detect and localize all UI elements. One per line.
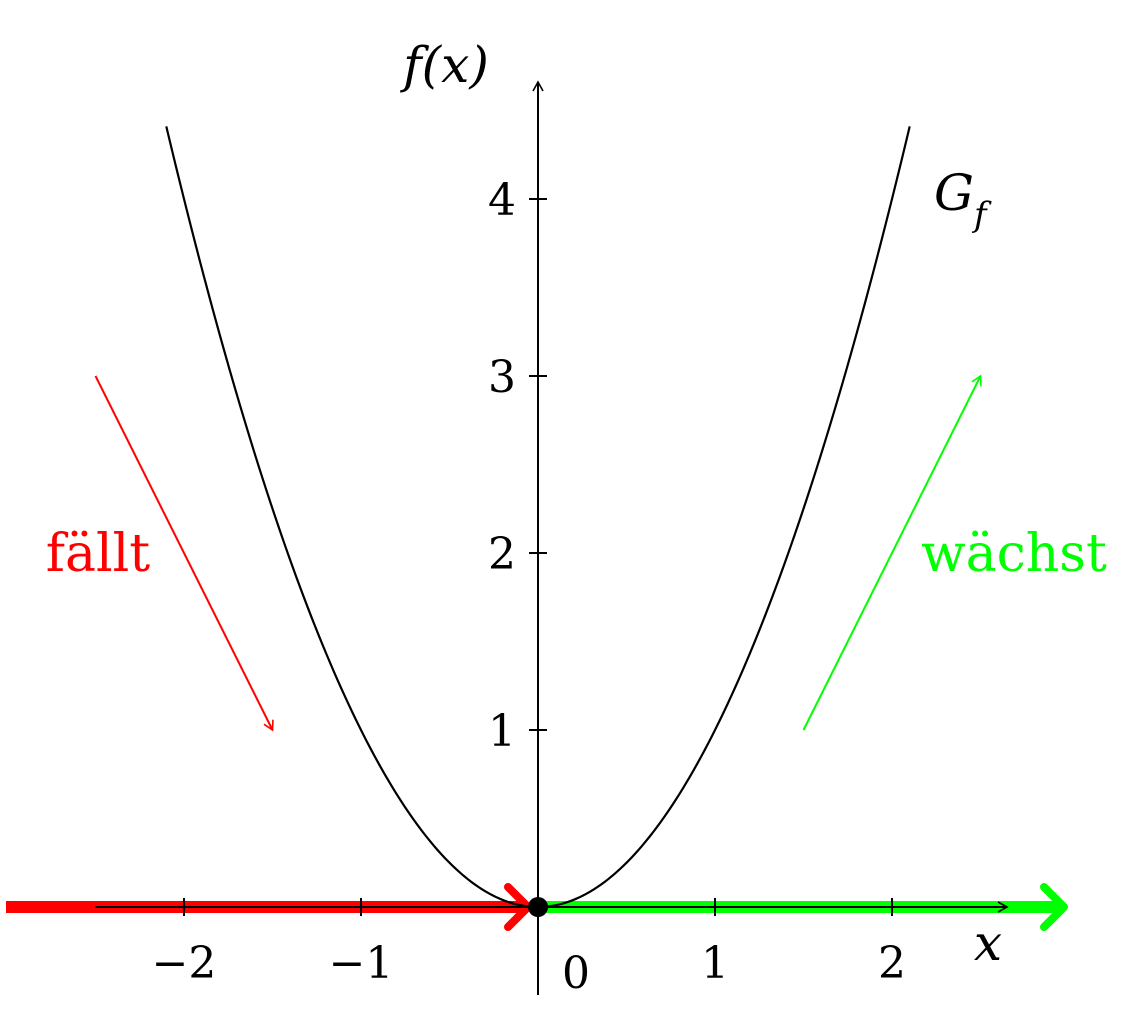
decreasing-label: fällt (46, 524, 151, 584)
x-tick-label: −1 (329, 938, 394, 989)
minimum-point (528, 897, 548, 917)
y-tick-label: 4 (488, 175, 516, 226)
x-tick-label: 2 (878, 938, 906, 989)
annotations: fällt wächst (46, 374, 1107, 732)
decreasing-arrow (94, 375, 274, 732)
y-tick-label: 3 (488, 352, 516, 403)
curve-label: Gf (934, 164, 992, 235)
y-tick-label: 1 (488, 706, 516, 757)
y-tick-label: 2 (488, 529, 516, 580)
x-ticks: −2 −1 0 1 2 (152, 898, 906, 999)
increasing-arrow (802, 374, 982, 731)
x-axis-label: x (974, 914, 1002, 972)
increasing-label: wächst (921, 524, 1107, 584)
curve-label-subscript: f (971, 195, 992, 235)
y-ticks: 1 2 3 4 (488, 175, 547, 757)
y-axis-label: f(x) (399, 36, 489, 94)
curve-label-main: G (934, 164, 974, 222)
x-tick-label: 0 (562, 948, 590, 999)
interval-increasing-arrowhead (1040, 883, 1068, 931)
x-tick-label: 1 (701, 938, 729, 989)
x-tick-label: −2 (152, 938, 217, 989)
